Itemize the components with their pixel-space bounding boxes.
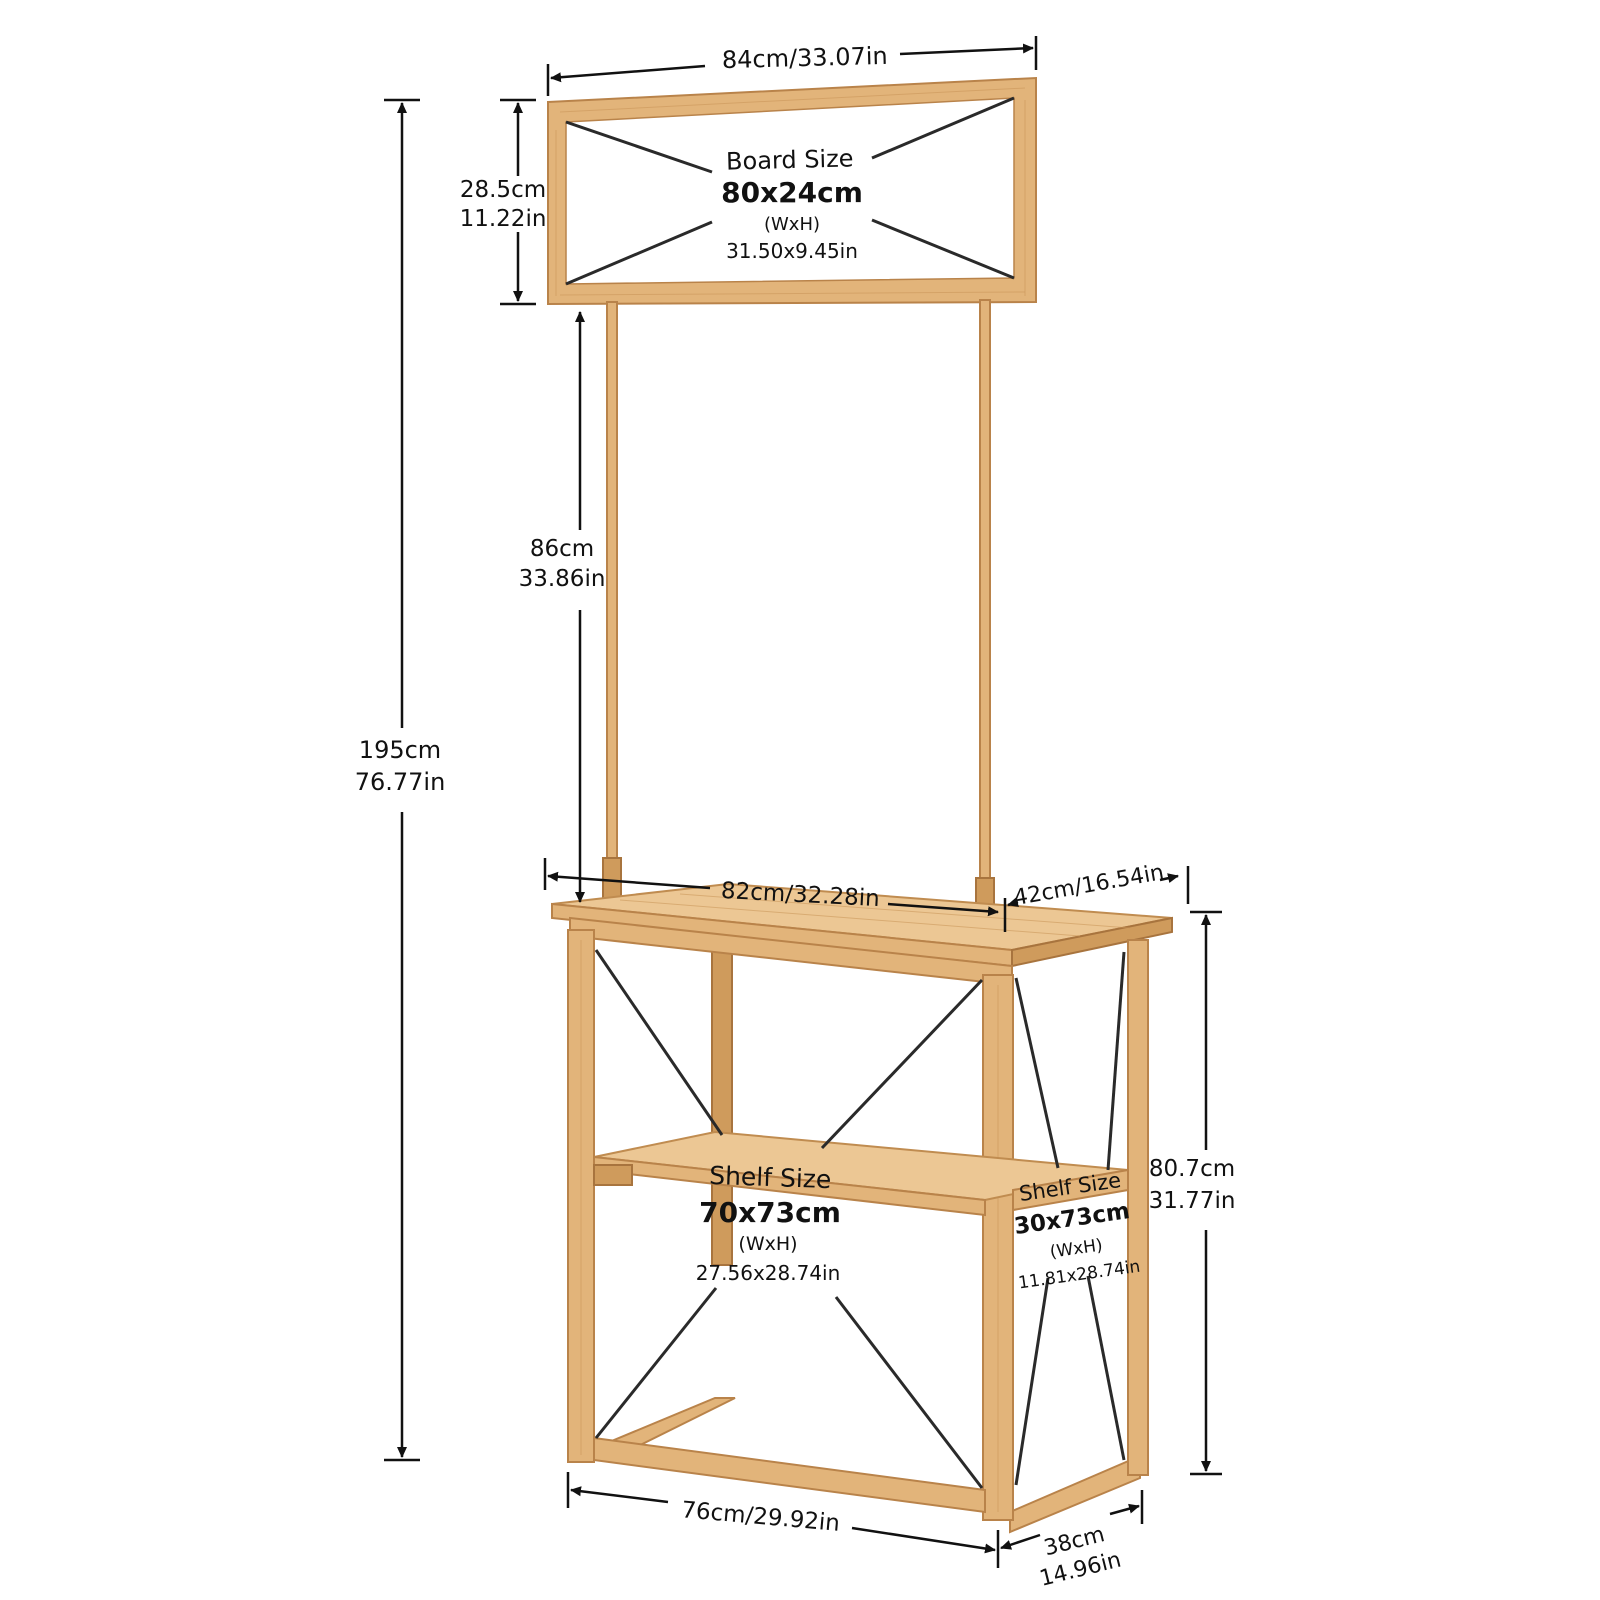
table-depth-label: 42cm/16.54in — [1012, 860, 1166, 911]
pole-height-in-label: 33.86in — [519, 566, 606, 592]
front-shelf-callout: Shelf Size 70x73cm (WxH) 27.56x28.74in — [696, 1161, 841, 1285]
tabletop — [551, 882, 1173, 968]
front-shelf-size: 70x73cm — [699, 1196, 841, 1229]
left-pole — [606, 301, 618, 873]
table-height-cm-label: 80.7cm — [1149, 1156, 1235, 1182]
board-size-value: 80x24cm — [721, 176, 863, 209]
total-height-cm-label: 195cm — [359, 736, 441, 764]
board-size-title: Board Size — [726, 144, 854, 175]
side-shelf-rail — [1012, 1168, 1129, 1212]
side-cross-braces — [1014, 951, 1126, 1486]
total-height-in-label: 76.77in — [355, 768, 446, 796]
front-shelf-title: Shelf Size — [709, 1161, 832, 1194]
middle-shelf — [593, 1130, 1129, 1217]
board-size-inches: 31.50x9.45in — [726, 239, 858, 263]
bottom-right-side-rail — [1009, 1454, 1141, 1534]
tabletop-side-edge — [1011, 916, 1173, 968]
board-width-label: 84cm/33.07in — [722, 42, 888, 74]
front-shelf-wxh: (WxH) — [738, 1233, 797, 1255]
front-cross-braces — [594, 949, 984, 1489]
front-shelf-inches: 27.56x28.74in — [696, 1261, 841, 1285]
bottom-front-rail — [593, 1436, 986, 1514]
base-width-label: 76cm/29.92in — [680, 1497, 841, 1537]
side-right-leg — [1127, 939, 1149, 1476]
board-height-in-label: 11.22in — [460, 206, 547, 232]
stand-illustration — [547, 76, 1173, 1534]
side-shelf-inches: 11.81x28.74in — [1017, 1257, 1141, 1294]
shelf-bracket — [593, 1164, 633, 1186]
pole-height-cm-label: 86cm — [530, 536, 594, 562]
board-size-callout: Board Size 80x24cm (WxH) 31.50x9.45in — [565, 96, 1015, 286]
right-pole — [979, 299, 991, 889]
board-size-wxh: (WxH) — [764, 214, 820, 235]
board-height-cm-label: 28.5cm — [460, 177, 546, 203]
table-height-in-label: 31.77in — [1149, 1188, 1236, 1214]
dimension-lines — [384, 36, 1222, 1568]
side-shelf-wxh: (WxH) — [1049, 1235, 1104, 1262]
